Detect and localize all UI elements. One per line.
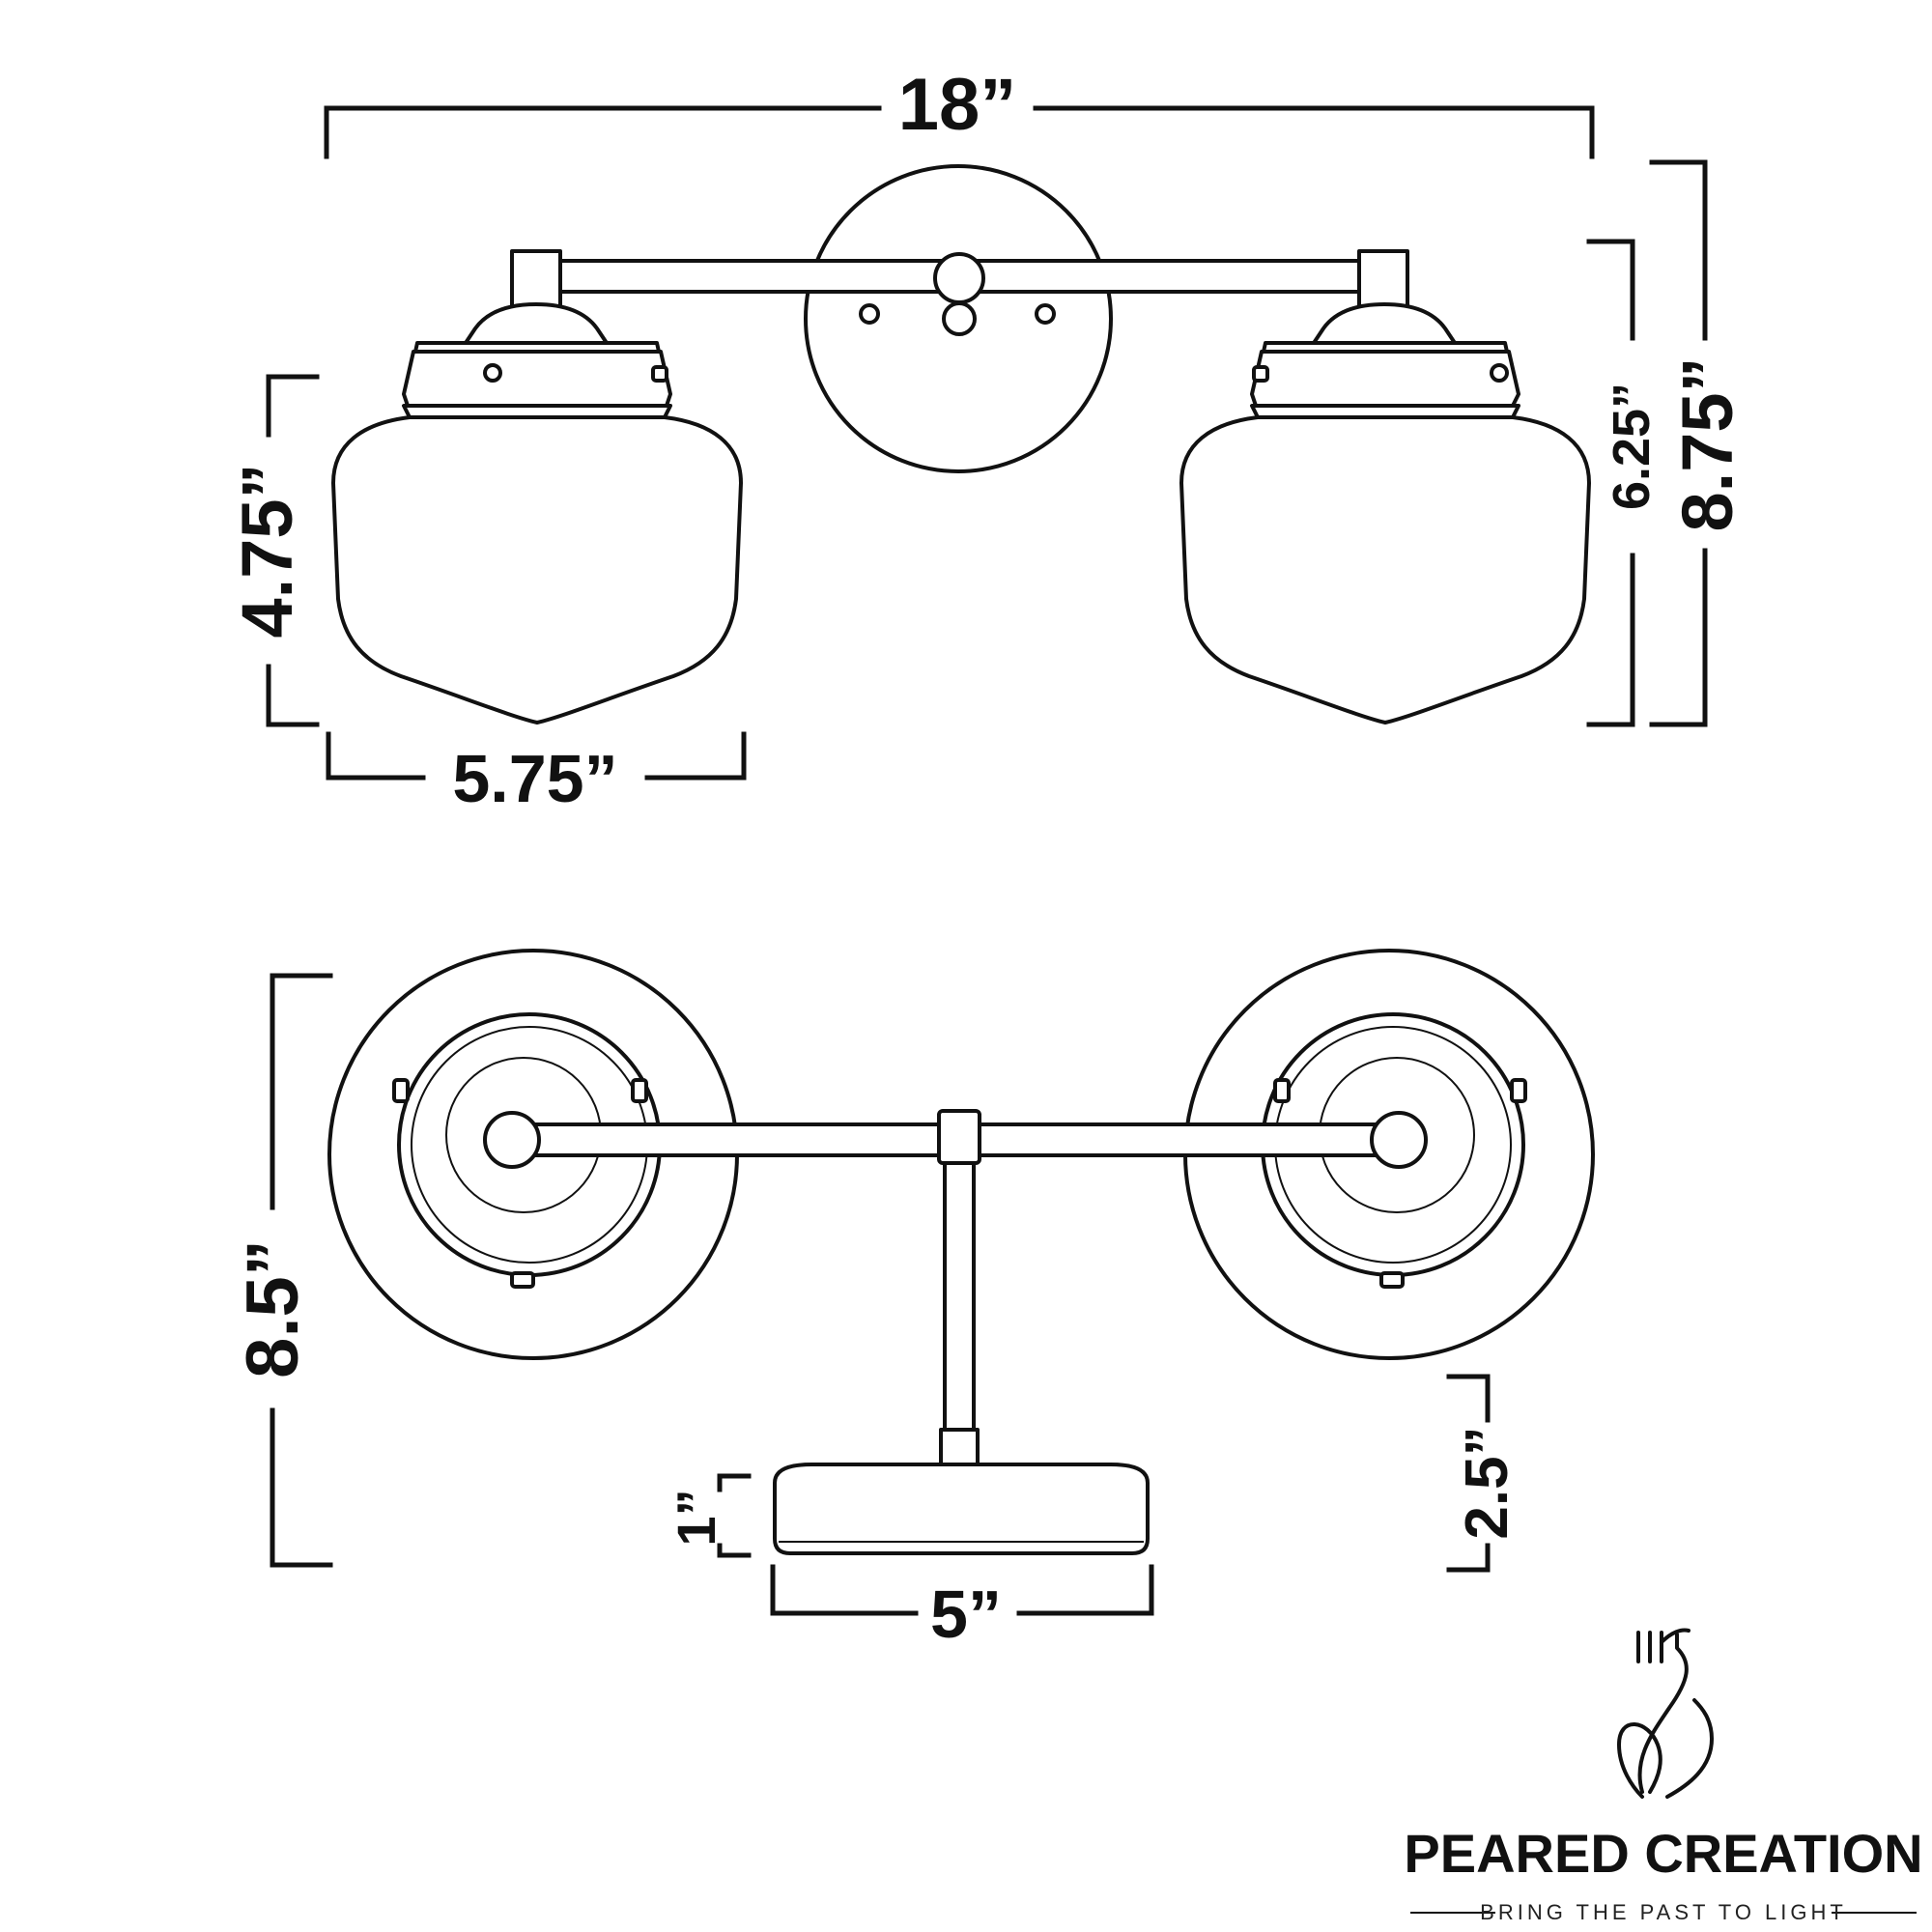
center-knob	[933, 252, 985, 304]
dim-arm-height: 6.25”	[1603, 383, 1661, 510]
right-glass-shade	[1179, 415, 1591, 724]
left-socket-cap	[483, 1111, 541, 1169]
dim-depth: 8.5”	[232, 1239, 314, 1378]
dim-backplate-width: 5”	[930, 1577, 1002, 1652]
top-view	[327, 949, 1595, 1555]
dim-shade-width: 5.75”	[452, 741, 617, 816]
dim-backplate-depth: 1”	[666, 1489, 726, 1546]
dim-overall-width: 18”	[898, 64, 1017, 146]
dim-overall-height: 8.75”	[1667, 356, 1747, 531]
dim-shade-height: 4.75”	[227, 463, 307, 638]
brand-name: PEARED CREATION	[1404, 1823, 1922, 1884]
backplate-screw-left	[859, 303, 880, 325]
top-backplate	[773, 1463, 1150, 1555]
brand-tagline: BRING THE PAST TO LIGHT	[1480, 1900, 1847, 1924]
backplate-screw-right	[1035, 303, 1056, 325]
right-socket-cap	[1370, 1111, 1428, 1169]
right-fitter	[1250, 302, 1520, 419]
top-stem	[943, 1153, 976, 1437]
brand-logo: PEARED CREATION BRING THE PAST TO LIGHT	[1404, 1628, 1923, 1924]
dim-fitter-depth: 2.5”	[1454, 1426, 1520, 1539]
center-block	[937, 1109, 981, 1165]
dimension-lines	[266, 105, 1708, 1616]
stem-collar	[939, 1428, 980, 1466]
bulb-icon	[1617, 1628, 1714, 1799]
left-fitter	[402, 302, 672, 419]
left-glass-shade	[331, 415, 743, 724]
front-view	[331, 164, 1591, 724]
center-nut	[942, 301, 977, 336]
